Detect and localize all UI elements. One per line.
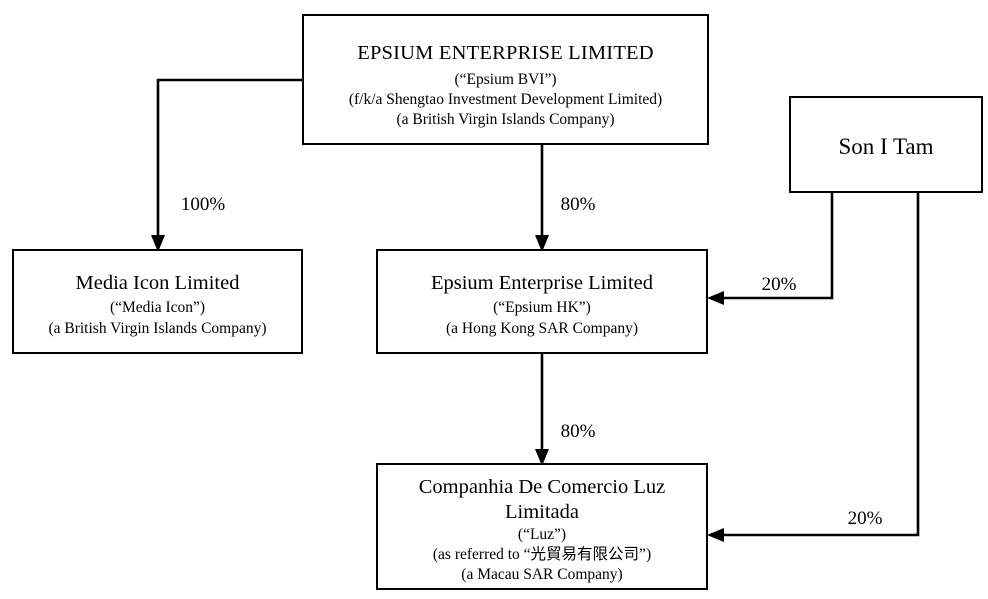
node-media-icon-alias: (“Media Icon”) <box>110 299 205 316</box>
label-pct-son-i-tam-to-luz: 20% <box>848 508 883 529</box>
node-epsium-bvi-alias: (“Epsium BVI”) <box>454 71 556 88</box>
label-pct-bvi-to-epsium-hk: 80% <box>561 194 596 215</box>
node-luz-jurisdiction: (a Macau SAR Company) <box>461 566 622 583</box>
node-epsium-hk[interactable]: Epsium Enterprise Limited (“Epsium HK”) … <box>376 249 708 354</box>
label-pct-epsium-hk-to-luz: 80% <box>561 421 596 442</box>
node-luz[interactable]: Companhia De Comercio Luz Limitada (“Luz… <box>376 463 708 590</box>
node-media-icon-title: Media Icon Limited <box>76 272 240 294</box>
node-epsium-bvi-frame[interactable] <box>302 14 709 145</box>
node-epsium-bvi-jurisdiction: (a British Virgin Islands Company) <box>396 111 614 128</box>
edge-epsium-hk-to-luz <box>535 353 549 466</box>
node-luz-chinese-name: (as referred to “光貿易有限公司”) <box>433 545 651 563</box>
node-media-icon-frame[interactable] <box>12 249 303 354</box>
label-pct-bvi-to-media-icon: 100% <box>181 194 226 215</box>
edge-bvi-to-media-icon-line <box>156 78 303 243</box>
node-son-i-tam-frame[interactable] <box>789 96 983 193</box>
node-epsium-bvi[interactable]: EPSIUM ENTERPRISE LIMITED (“Epsium BVI”)… <box>302 14 709 145</box>
node-epsium-hk-alias: (“Epsium HK”) <box>493 299 591 316</box>
node-epsium-bvi-title: EPSIUM ENTERPRISE LIMITED <box>357 42 654 64</box>
node-epsium-hk-frame[interactable] <box>376 249 708 354</box>
node-luz-frame[interactable] <box>376 463 708 590</box>
edge-bvi-to-epsium-hk-arrowhead <box>535 235 549 252</box>
edge-son-i-tam-to-epsium-hk-line <box>716 192 834 300</box>
edge-epsium-hk-to-luz-arrowhead <box>535 449 549 466</box>
node-luz-title-line2: Limitada <box>505 501 579 523</box>
node-epsium-hk-jurisdiction: (a Hong Kong SAR Company) <box>446 320 638 337</box>
node-son-i-tam-name: Son I Tam <box>838 134 933 159</box>
node-luz-alias: (“Luz”) <box>518 526 566 543</box>
label-pct-son-i-tam-to-epsium-hk: 20% <box>762 274 797 295</box>
node-epsium-hk-title: Epsium Enterprise Limited <box>431 272 653 294</box>
node-media-icon-jurisdiction: (a British Virgin Islands Company) <box>48 320 266 337</box>
node-media-icon[interactable]: Media Icon Limited (“Media Icon”) (a Bri… <box>12 249 303 354</box>
node-son-i-tam[interactable]: Son I Tam <box>789 96 983 193</box>
edge-bvi-to-media-icon-arrowhead <box>151 235 165 252</box>
edge-son-i-tam-to-luz-line <box>716 192 920 537</box>
node-luz-title-line1: Companhia De Comercio Luz <box>419 476 666 498</box>
edge-son-i-tam-to-epsium-hk-arrowhead <box>707 291 724 305</box>
edge-son-i-tam-to-epsium-hk <box>707 192 834 305</box>
node-epsium-bvi-former-name: (f/k/a Shengtao Investment Development L… <box>349 91 662 108</box>
edge-bvi-to-epsium-hk <box>535 144 549 252</box>
edge-son-i-tam-to-luz-arrowhead <box>707 528 724 542</box>
edge-bvi-to-media-icon <box>151 78 303 252</box>
edge-son-i-tam-to-luz <box>707 192 920 542</box>
